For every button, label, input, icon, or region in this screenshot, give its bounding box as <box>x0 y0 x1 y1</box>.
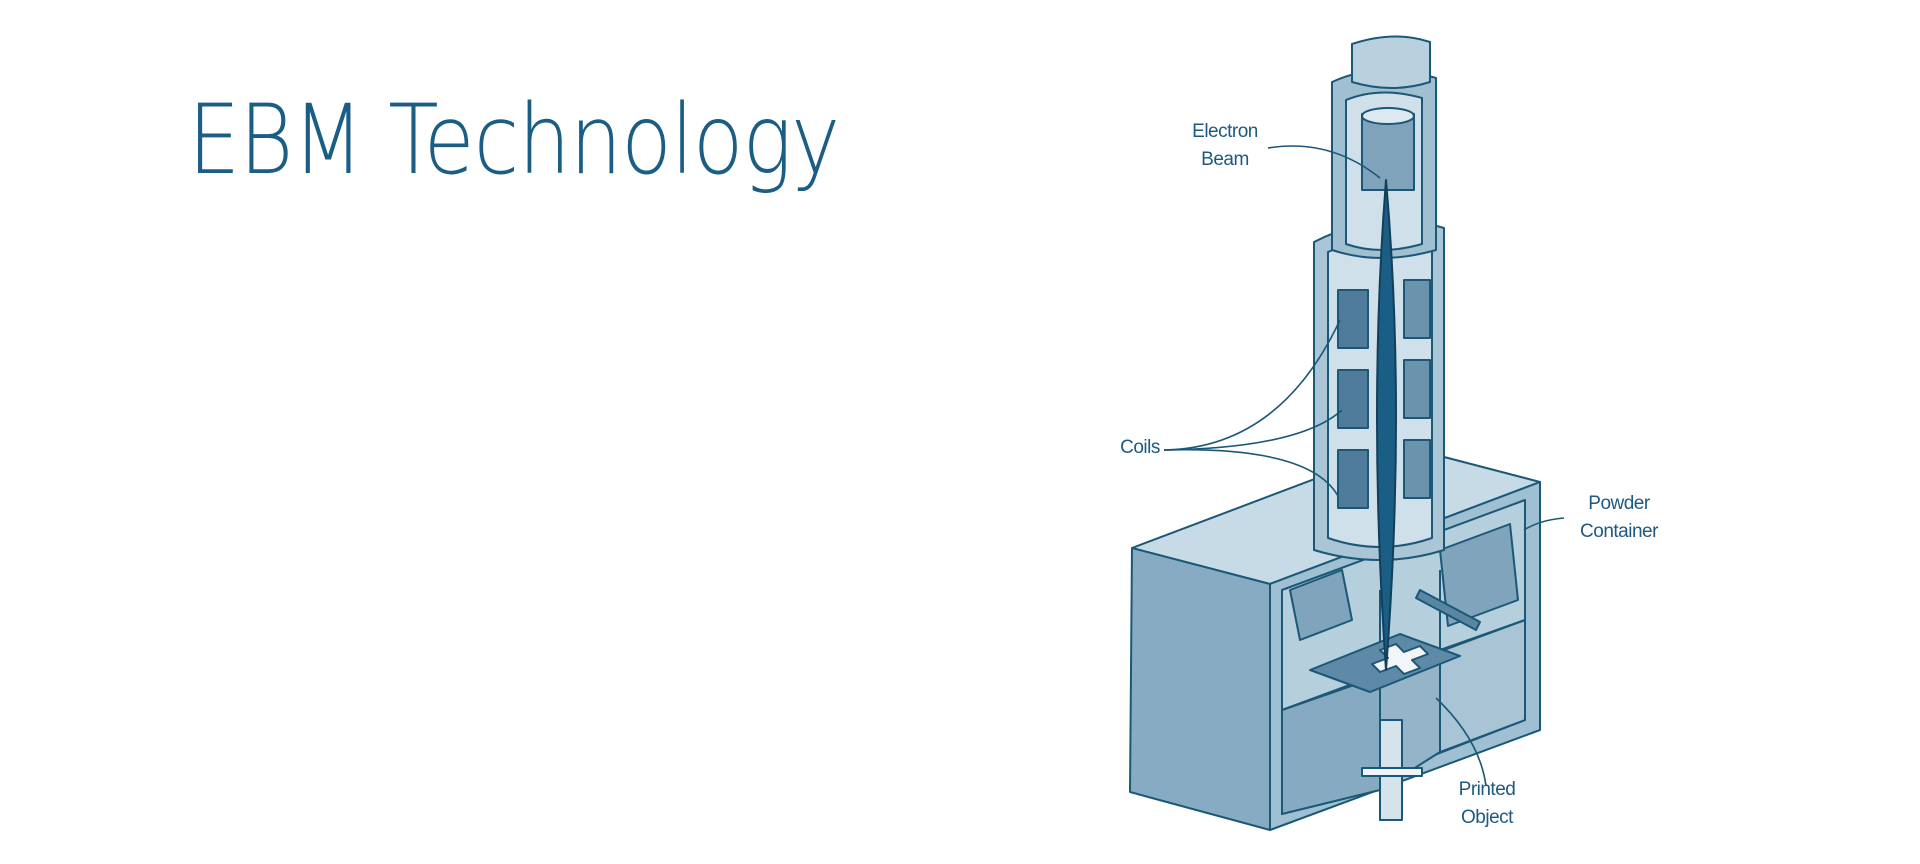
ebm-machine-diagram: Electron Beam Coils Powder Container Pri… <box>1080 30 1680 850</box>
electron-gun <box>1331 35 1437 259</box>
page-title: EBM Technology <box>188 84 840 196</box>
label-electron-beam: Electron Beam <box>1192 121 1258 170</box>
ebm-illustration <box>1129 35 1565 831</box>
electron-beam-ray <box>1376 179 1397 671</box>
leader-lines <box>1163 145 1565 787</box>
label-coils: Coils <box>1120 437 1160 458</box>
label-powder-container: Powder Container <box>1580 493 1658 542</box>
label-printed-object: Printed Object <box>1458 779 1516 828</box>
